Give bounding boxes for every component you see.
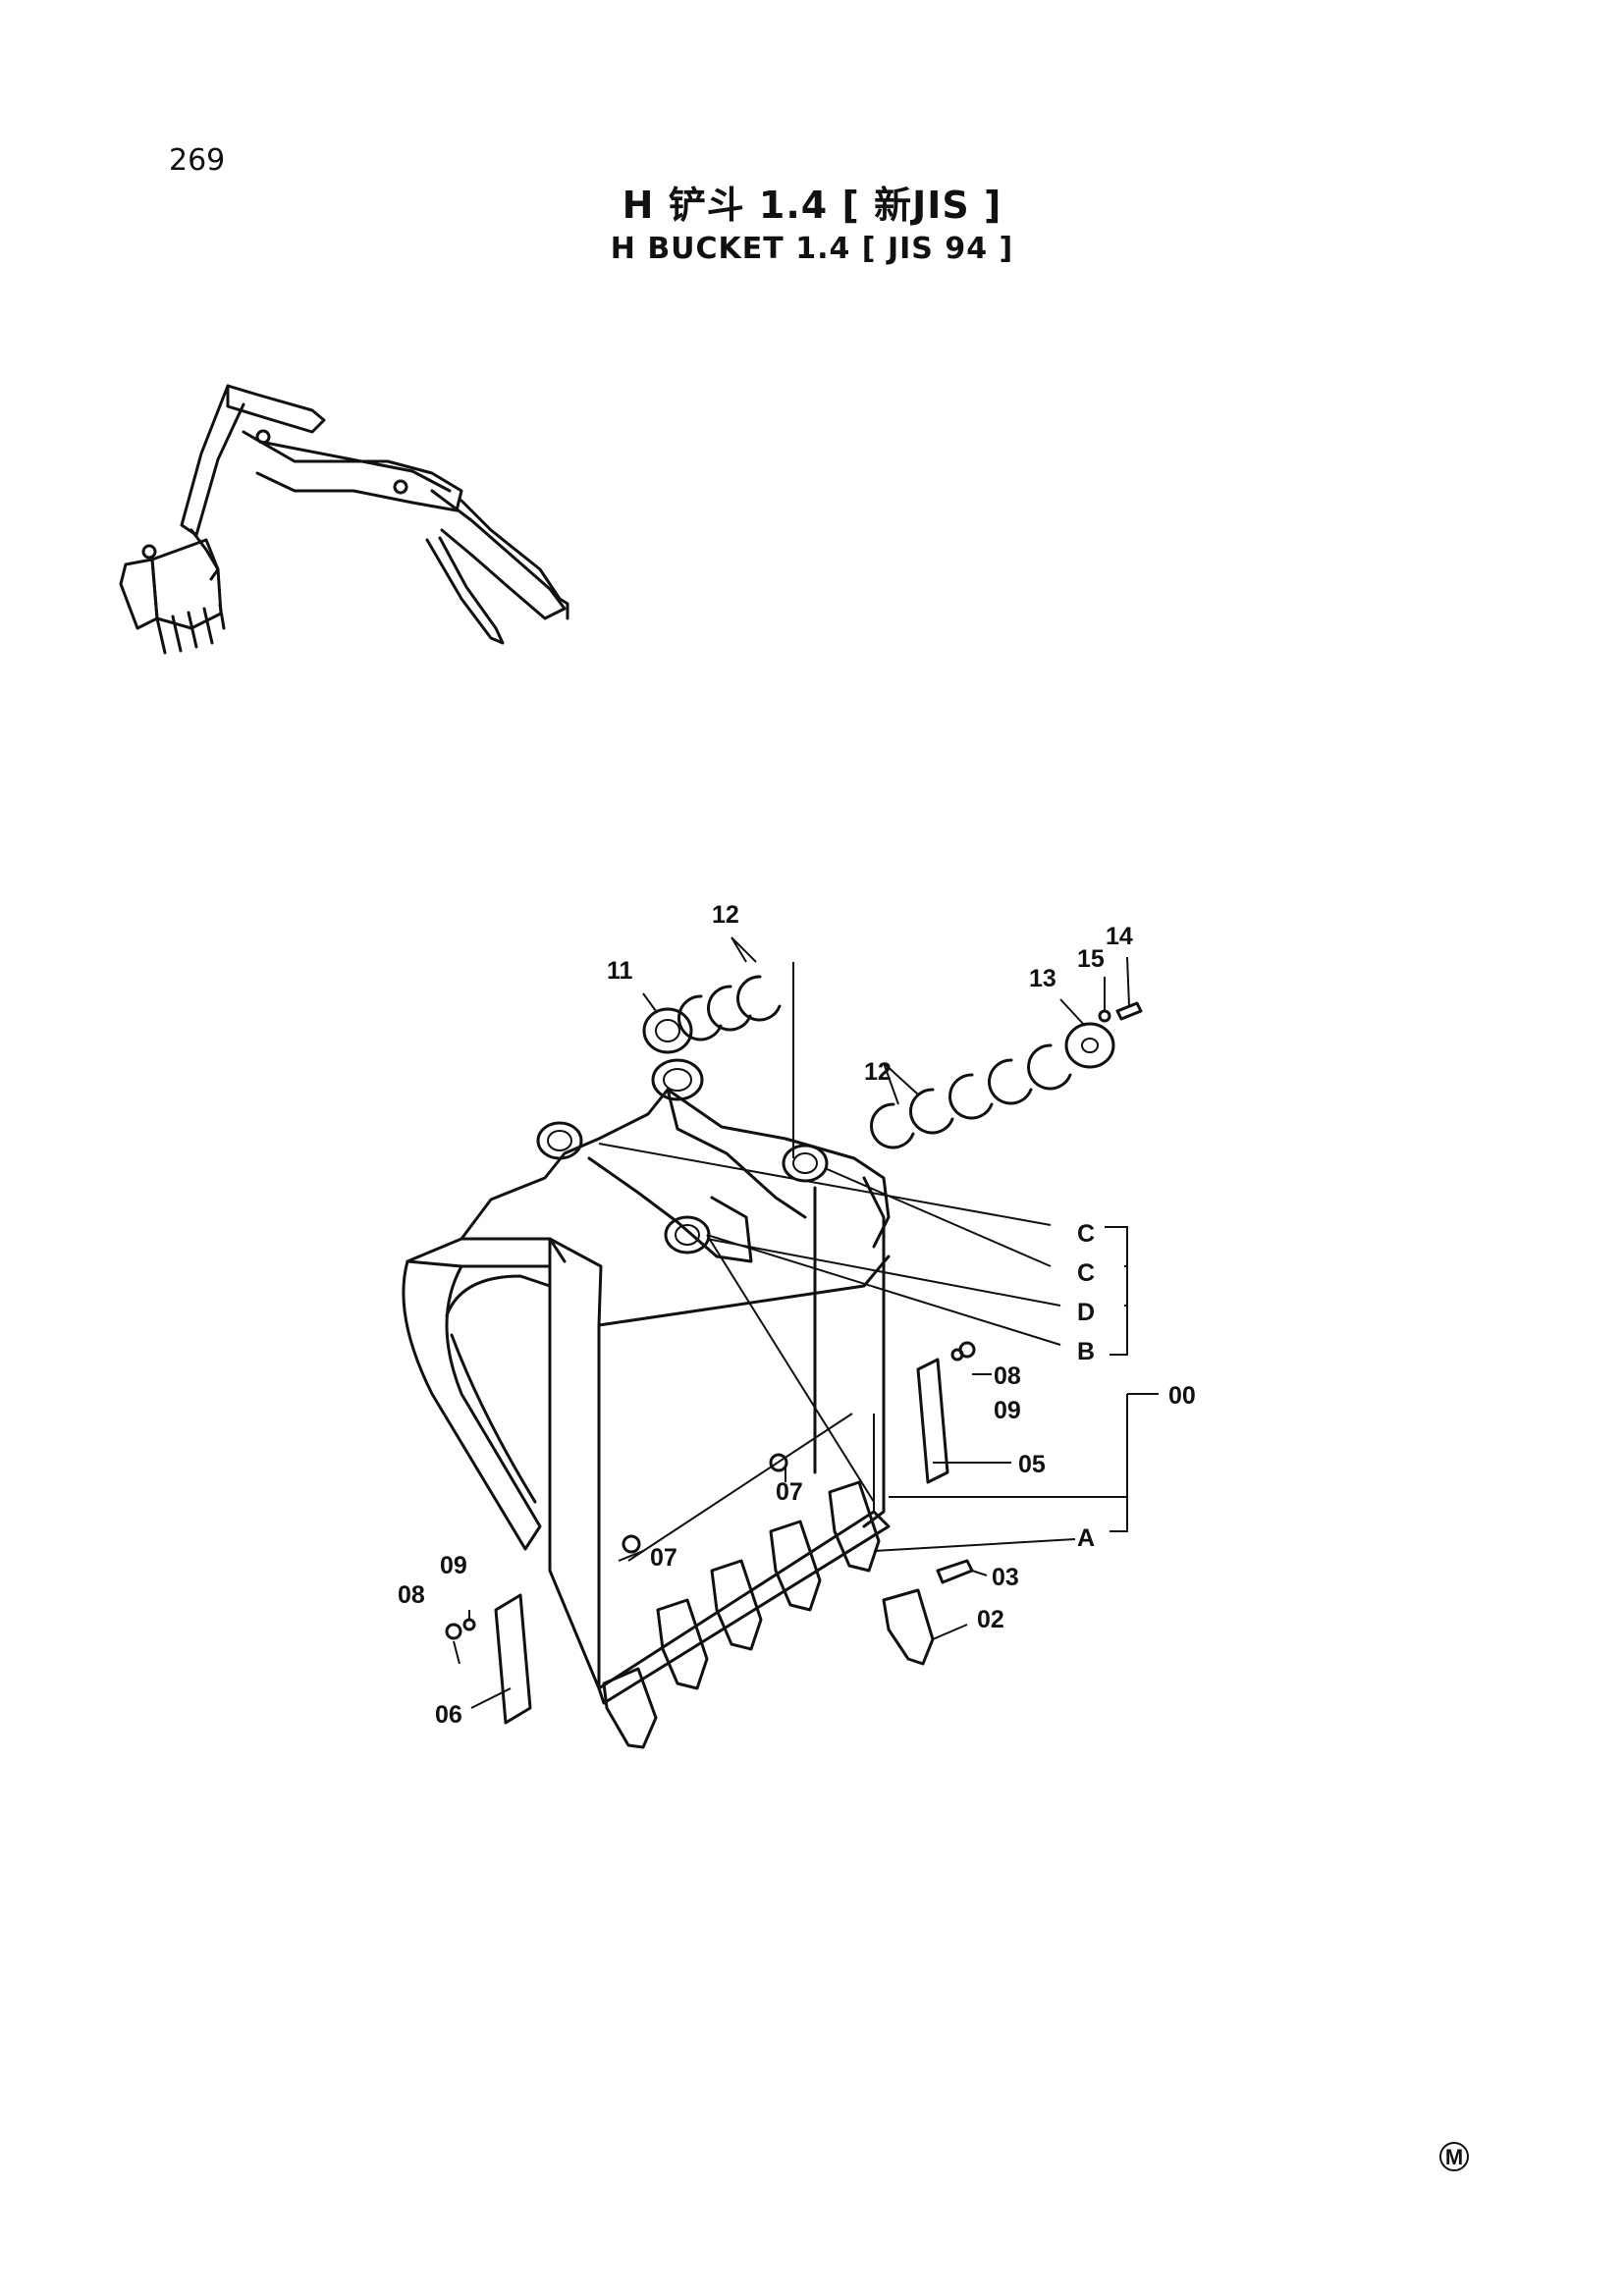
page-title-en: H BUCKET 1.4 [ JIS 94 ]	[610, 232, 1014, 266]
callout-05: 05	[1018, 1451, 1046, 1478]
callout-11: 11	[607, 957, 633, 985]
reference-a: A	[1077, 1524, 1095, 1552]
callout-00: 00	[1168, 1382, 1196, 1410]
reference-c-2: C	[1077, 1259, 1095, 1287]
page-title-cn: H 铲斗 1.4 [ 新JIS ]	[622, 184, 1002, 227]
callout-02: 02	[977, 1606, 1004, 1633]
bucket-exploded-view	[402, 936, 1159, 1749]
callout-08-left: 08	[398, 1581, 425, 1609]
page-number: 269	[169, 143, 226, 178]
callout-15: 15	[1077, 945, 1105, 973]
callout-14: 14	[1106, 923, 1133, 950]
reference-c-1: C	[1077, 1220, 1095, 1248]
callout-07-upper: 07	[776, 1478, 803, 1506]
callout-12-right: 12	[864, 1058, 892, 1086]
callout-09-left: 09	[440, 1552, 467, 1579]
corner-m-mark-text: M	[1445, 2145, 1463, 2169]
callout-12-top: 12	[712, 901, 739, 929]
callout-09-right: 09	[994, 1397, 1021, 1424]
callout-07-lower: 07	[650, 1544, 677, 1572]
reference-d: D	[1077, 1299, 1095, 1326]
callout-06: 06	[435, 1701, 462, 1729]
reference-b: B	[1077, 1338, 1095, 1365]
callout-13: 13	[1029, 965, 1056, 992]
excavator-overview-illustration	[119, 384, 569, 655]
callout-03: 03	[992, 1564, 1019, 1591]
callout-08-right: 08	[994, 1362, 1021, 1390]
corner-m-mark: M	[1439, 2142, 1469, 2171]
